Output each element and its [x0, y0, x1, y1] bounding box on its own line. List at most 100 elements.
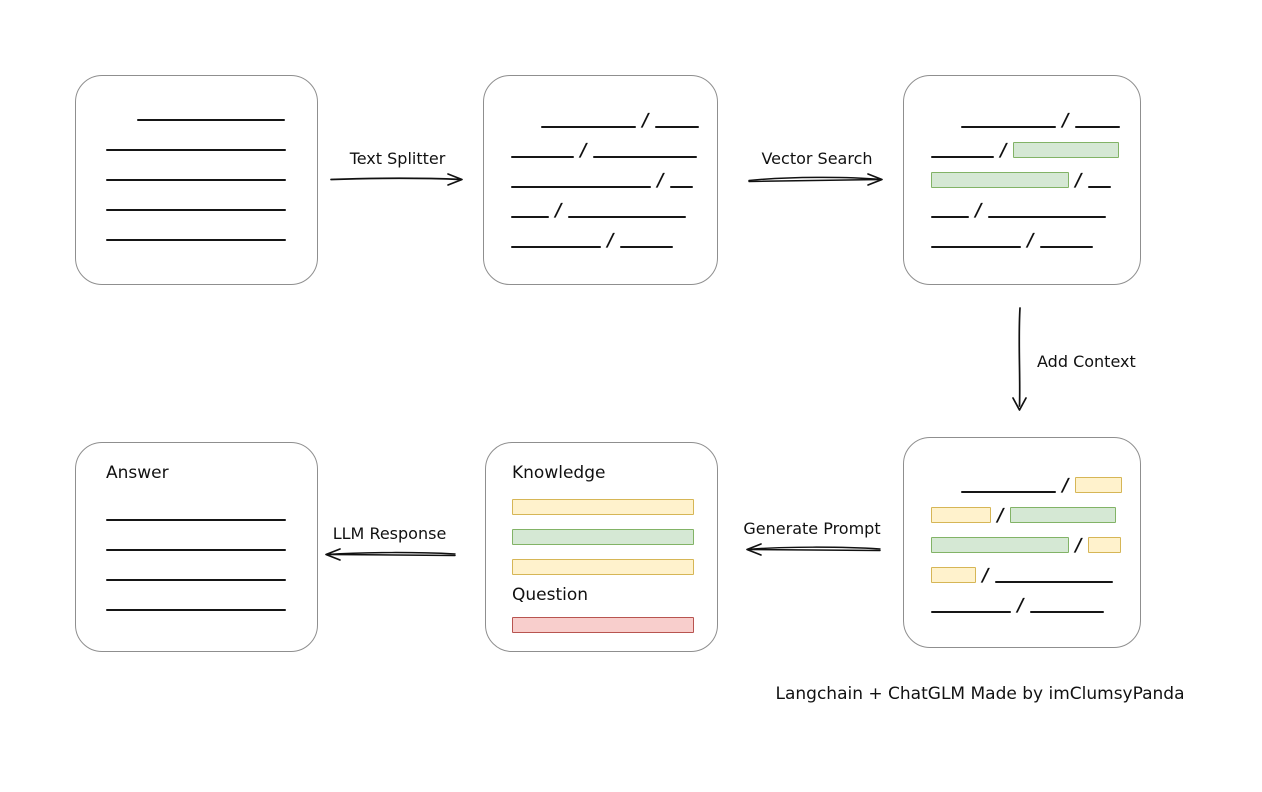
vector-search-label: Vector Search	[761, 149, 873, 168]
answer-label: Answer	[106, 463, 169, 483]
arrow-left-icon	[325, 548, 456, 561]
red-chunk	[512, 617, 694, 633]
slash-separator: /	[1015, 595, 1026, 616]
spacer	[931, 492, 961, 493]
text-line	[592, 156, 697, 158]
question-label: Question	[512, 585, 589, 605]
chunk-row: /	[931, 98, 1120, 131]
vector-search-arrow: Vector Search	[747, 147, 887, 188]
chunk-row	[512, 545, 694, 575]
chunk-row	[106, 181, 287, 211]
chunk-row	[106, 581, 287, 611]
text-line	[106, 519, 286, 521]
chunk-row: /	[511, 98, 699, 131]
spacer	[106, 120, 137, 121]
text-line	[541, 126, 636, 128]
slash-separator: /	[998, 140, 1009, 161]
text-line	[961, 126, 1056, 128]
text-line	[511, 186, 651, 188]
chunk-row	[106, 121, 287, 151]
text-line	[106, 549, 286, 551]
text-line	[511, 246, 601, 248]
yellow-chunk	[931, 507, 991, 523]
knowledge-bars	[512, 485, 694, 575]
chunk-row: /	[931, 128, 1119, 161]
green-chunk	[512, 529, 694, 545]
llm-response-label: LLM Response	[332, 524, 447, 543]
text-line	[931, 246, 1021, 248]
llm-response-arrow: LLM Response	[322, 522, 457, 563]
text-line	[1039, 246, 1093, 248]
text-line	[669, 186, 693, 188]
question-bar	[512, 607, 694, 633]
yellow-chunk	[512, 559, 694, 575]
chunk-row: /	[931, 158, 1113, 191]
vector-chunk-rows: / / / / /	[931, 98, 1120, 251]
context-chunks-box: /////	[903, 437, 1141, 648]
arrow-right-icon	[748, 173, 883, 186]
generate-prompt-label: Generate Prompt	[743, 519, 881, 538]
answer-box: Answer	[75, 442, 318, 652]
chunk-row	[106, 491, 287, 521]
chunk-row	[106, 521, 287, 551]
slash-separator: /	[640, 110, 651, 131]
slash-separator: /	[1025, 230, 1036, 251]
chunk-row: /	[511, 128, 697, 161]
knowledge-label: Knowledge	[512, 463, 606, 483]
text-line	[106, 149, 286, 151]
spacer	[931, 127, 961, 128]
slash-separator: /	[655, 170, 666, 191]
yellow-chunk	[512, 499, 694, 515]
text-line	[1029, 611, 1104, 613]
text-line	[987, 216, 1106, 218]
context-chunk-rows: /////	[931, 463, 1122, 616]
arrow-left-icon	[746, 543, 881, 556]
chunk-row: /	[931, 493, 1116, 526]
yellow-chunk	[1074, 477, 1122, 493]
slash-separator: /	[980, 565, 991, 586]
slash-separator: /	[1073, 170, 1084, 191]
chunk-row	[512, 485, 694, 515]
slash-separator: /	[1073, 535, 1084, 556]
text-line	[1087, 186, 1111, 188]
green-chunk	[1009, 507, 1116, 523]
chunk-row: /	[931, 553, 1113, 586]
chunk-row: /	[511, 218, 690, 251]
slash-separator: /	[973, 200, 984, 221]
chunk-row: /	[931, 218, 1113, 251]
vector-chunks-box: / / / / /	[903, 75, 1141, 285]
text-line	[137, 119, 285, 121]
prompt-box: Knowledge Question	[485, 442, 718, 652]
text-line	[511, 156, 574, 158]
green-chunk	[931, 172, 1069, 188]
chunk-row	[106, 91, 287, 121]
slash-separator: /	[1060, 110, 1071, 131]
text-splitter-arrow: Text Splitter	[330, 147, 465, 188]
arrow-right-icon	[330, 173, 463, 186]
chunk-row	[106, 211, 287, 241]
green-chunk	[1012, 142, 1119, 158]
chunk-row: /	[931, 188, 1113, 221]
document-box	[75, 75, 318, 285]
chunk-row: /	[931, 583, 1113, 616]
text-line	[567, 216, 686, 218]
add-context-arrow	[1008, 306, 1032, 418]
text-line	[931, 216, 969, 218]
text-line	[619, 246, 673, 248]
generate-prompt-arrow: Generate Prompt	[742, 517, 882, 558]
text-line	[106, 179, 286, 181]
chunk-row	[512, 515, 694, 545]
chunk-row: /	[931, 463, 1122, 496]
text-line	[106, 579, 286, 581]
chunk-row: /	[931, 523, 1121, 556]
chunk-row: /	[511, 158, 693, 191]
chunk-row	[512, 607, 694, 633]
green-chunk	[931, 537, 1069, 553]
slash-separator: /	[1060, 475, 1071, 496]
slash-separator: /	[553, 200, 564, 221]
text-splitter-label: Text Splitter	[349, 149, 446, 168]
text-line	[1074, 126, 1120, 128]
text-line	[994, 581, 1113, 583]
add-context-label: Add Context	[1037, 352, 1136, 371]
